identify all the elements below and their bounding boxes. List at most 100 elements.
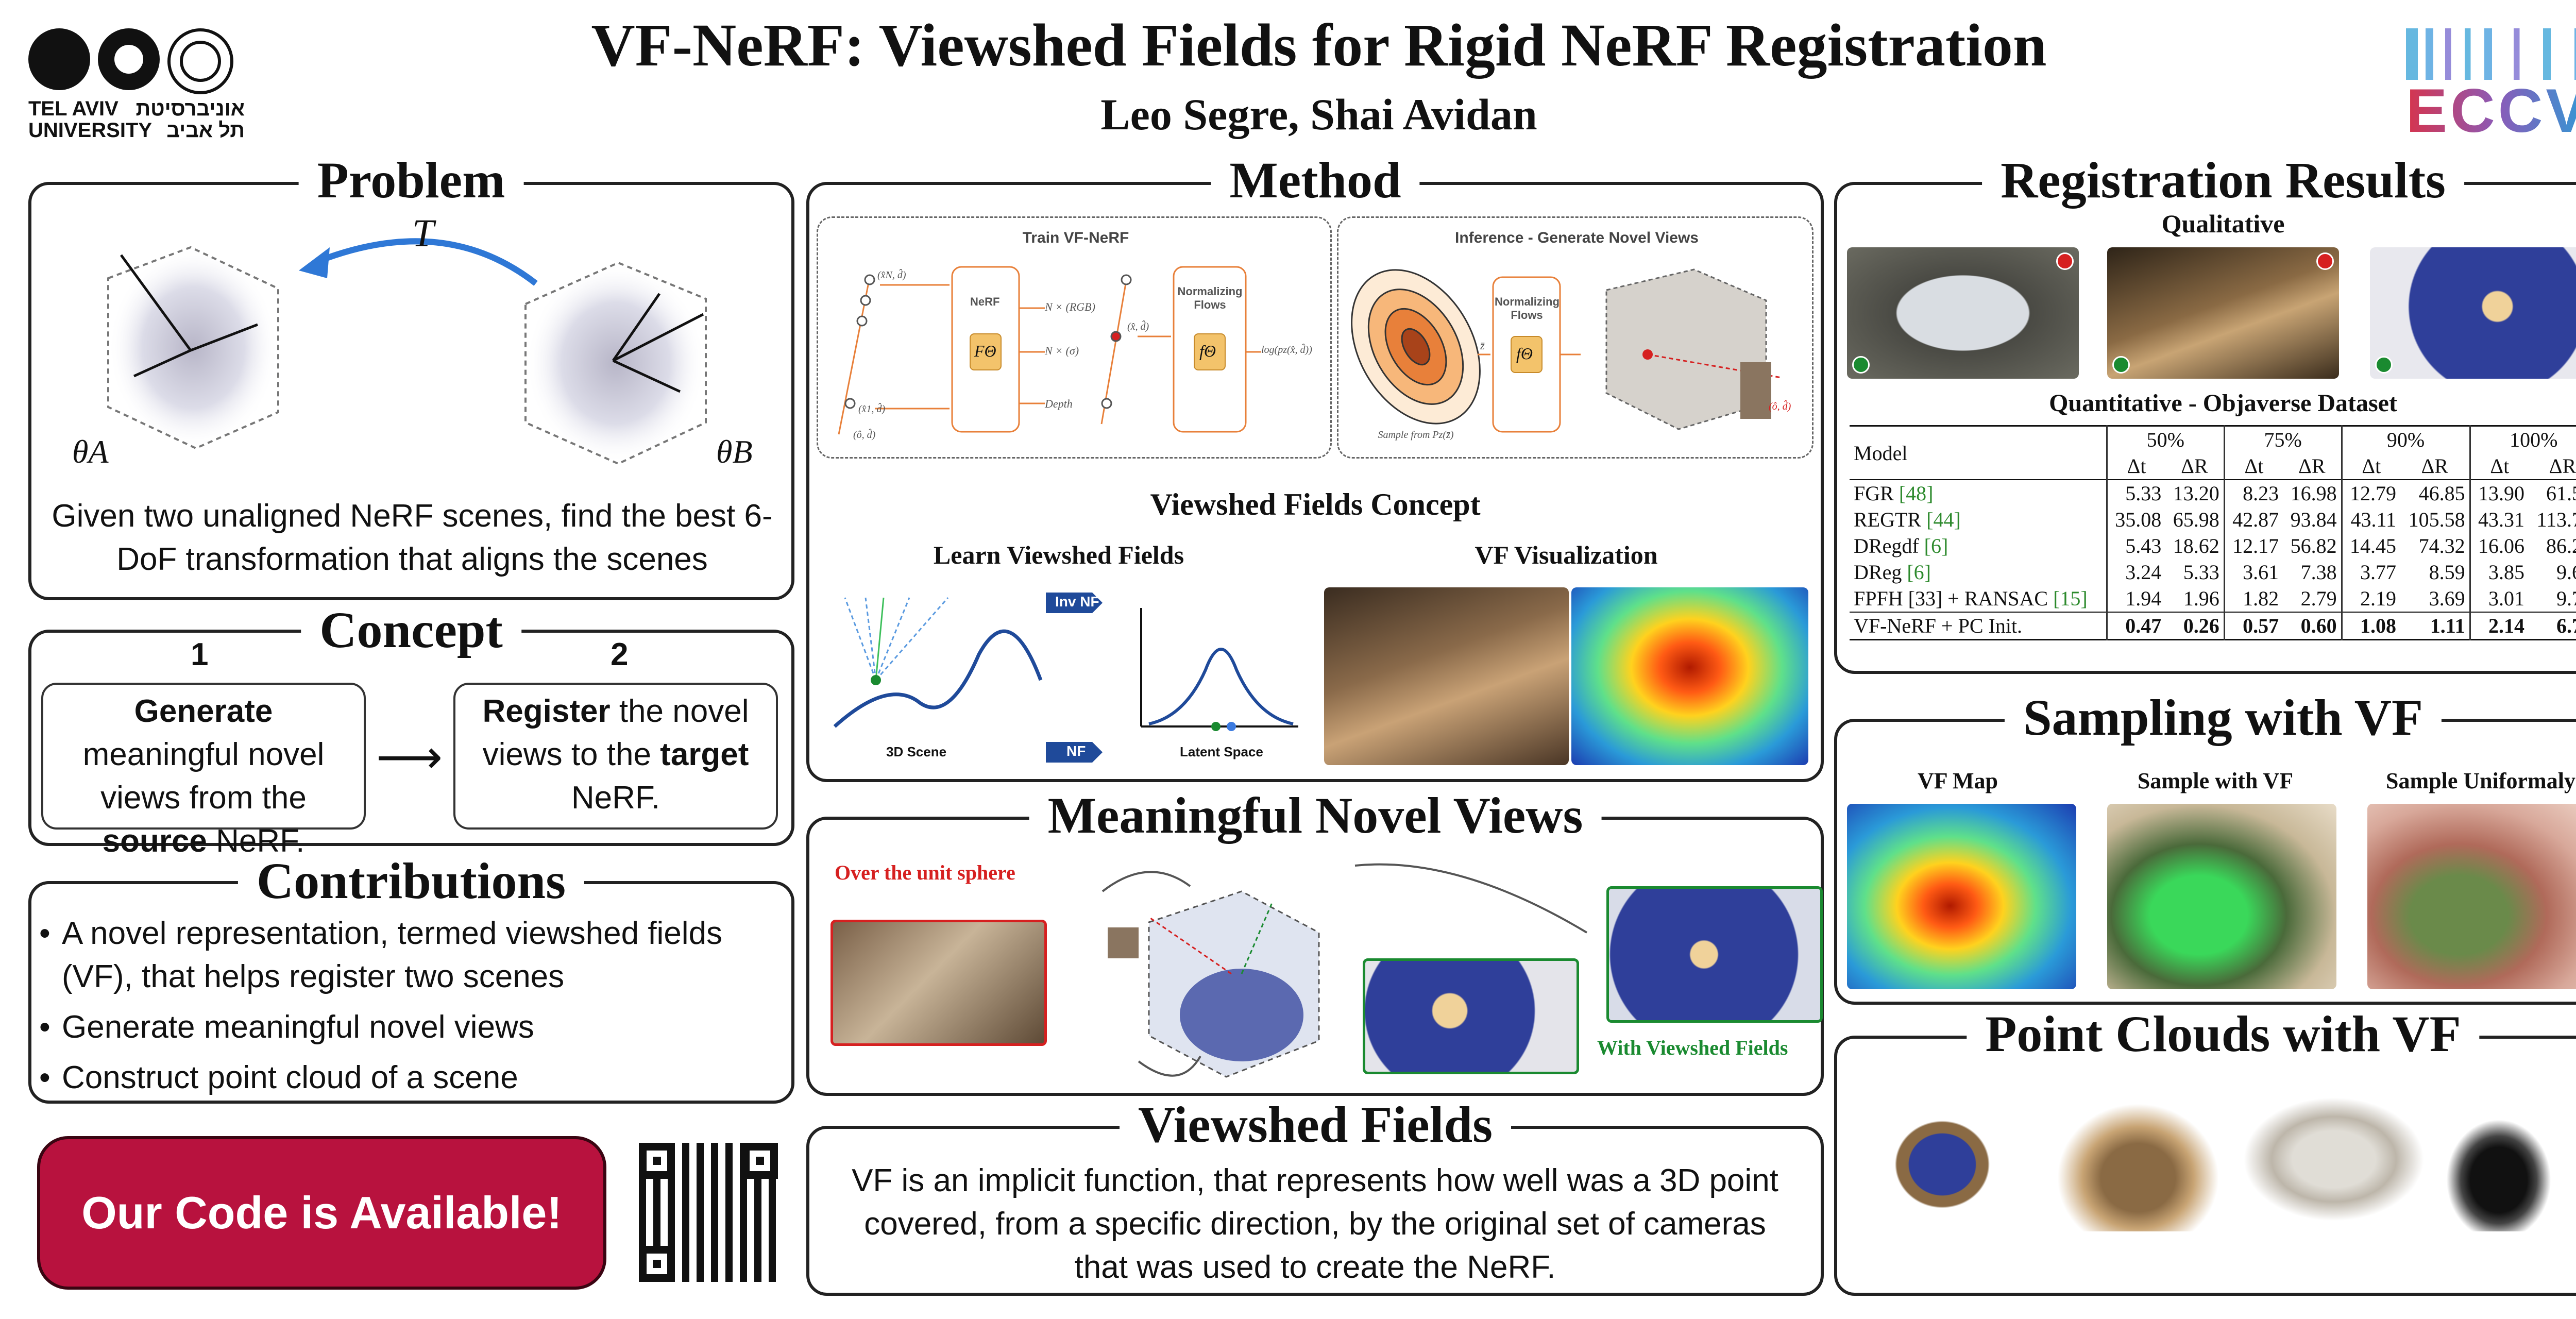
value-cell: 1.08 bbox=[2341, 612, 2400, 640]
pct-header: 50% bbox=[2106, 426, 2225, 453]
value-cell: 9.75 bbox=[2556, 587, 2576, 610]
nf-theta-label: fΘ bbox=[1199, 342, 1216, 360]
learn-vf-title: Learn Viewshed Fields bbox=[933, 540, 1184, 569]
f-theta-label: FΘ bbox=[974, 342, 996, 360]
value-cell: 2.14 bbox=[2469, 612, 2529, 640]
nf-label: NF bbox=[1066, 743, 1086, 759]
source-marker-icon bbox=[1852, 356, 1870, 374]
vf-photo bbox=[1324, 587, 1569, 765]
sample-vf-label: Sample with VF bbox=[2137, 768, 2294, 793]
theta-b-label: θB bbox=[716, 433, 753, 470]
problem-text: Given two unaligned NeRF scenes, find th… bbox=[52, 498, 773, 577]
circle-logo-icon bbox=[98, 28, 160, 90]
z-label: z̄ bbox=[1480, 339, 1485, 352]
dr-header: ΔR bbox=[2298, 454, 2326, 478]
logp-label: log(pz(x̂, d̂)) bbox=[1261, 344, 1312, 356]
value-cell: 16.06 bbox=[2469, 533, 2529, 559]
value-cell: 0.26 bbox=[2183, 614, 2219, 637]
sample-vf-image bbox=[2107, 804, 2336, 989]
contributions-title: Contributions bbox=[238, 853, 585, 909]
value-cell: 1.11 bbox=[2430, 614, 2465, 637]
vf-heatmap bbox=[1571, 587, 1808, 765]
qualitative-image-1 bbox=[1847, 247, 2079, 379]
model-name-cell: DReg [6] bbox=[1854, 561, 1931, 584]
dr-header: ΔR bbox=[2421, 454, 2448, 478]
novel-views-title: Meaningful Novel Views bbox=[1029, 787, 1602, 844]
value-cell: 86.23 bbox=[2546, 534, 2576, 557]
sampling-title: Sampling with VF bbox=[2004, 689, 2442, 746]
value-cell: 74.32 bbox=[2418, 534, 2465, 557]
skyline-icon bbox=[2406, 28, 2576, 80]
value-cell: 0.47 bbox=[2106, 612, 2166, 640]
qualitative-image-3 bbox=[2370, 247, 2576, 379]
qr-code[interactable] bbox=[639, 1143, 778, 1282]
source-marker-icon bbox=[2112, 356, 2130, 374]
viewshed-text: VF is an implicit function, that represe… bbox=[852, 1163, 1778, 1285]
value-cell: 0.60 bbox=[2300, 614, 2337, 637]
value-cell: 12.79 bbox=[2341, 480, 2400, 506]
concept-arrow-icon: ⟶ bbox=[376, 732, 443, 783]
pointcloud-image-1 bbox=[1875, 1103, 2009, 1226]
value-cell: 5.43 bbox=[2106, 533, 2166, 559]
step-2-number: 2 bbox=[611, 637, 629, 672]
inference-nf-theta-label: fΘ bbox=[1516, 344, 1533, 363]
dr-header: ΔR bbox=[2549, 454, 2576, 478]
latent-space-label: Latent Space bbox=[1180, 744, 1263, 759]
problem-illustration bbox=[107, 238, 707, 465]
value-cell: 3.01 bbox=[2469, 585, 2529, 612]
over-sphere-label: Over the unit sphere bbox=[835, 861, 1015, 884]
contributions-list: A novel representation, termed viewshed … bbox=[36, 912, 778, 1107]
unit-sphere-view bbox=[831, 920, 1047, 1046]
vf-map-image bbox=[1847, 804, 2076, 989]
value-cell: 12.17 bbox=[2223, 533, 2283, 559]
results-title: Registration Results bbox=[1982, 152, 2464, 209]
value-cell: 8.59 bbox=[2429, 561, 2465, 584]
inference-diagram: Inference - Generate Novel Views Normali… bbox=[1337, 216, 1814, 459]
dr-header: ΔR bbox=[2181, 454, 2208, 478]
value-cell: 43.11 bbox=[2341, 506, 2400, 533]
scene-a-cube bbox=[107, 246, 279, 450]
value-cell: 1.82 bbox=[2223, 585, 2283, 612]
normalizing-flows-label: Normalizing Flows bbox=[1177, 285, 1243, 311]
code-available-button[interactable]: Our Code is Available! bbox=[37, 1136, 606, 1290]
value-cell: 3.85 bbox=[2469, 559, 2529, 585]
target-marker-icon bbox=[2316, 252, 2334, 270]
value-cell: 113.78 bbox=[2536, 508, 2576, 531]
xd-label: (x̂, d̂) bbox=[1127, 321, 1149, 332]
viewshed-panel bbox=[806, 1126, 1824, 1296]
value-cell: 16.98 bbox=[2290, 482, 2337, 505]
pct-header: 75% bbox=[2223, 426, 2342, 453]
value-cell: 2.79 bbox=[2300, 587, 2337, 610]
pointclouds-title: Point Clouds with VF bbox=[1967, 1006, 2480, 1062]
sample-uniform-label: Sample Uniformaly bbox=[2386, 768, 2575, 793]
dt-header: Δt bbox=[2106, 453, 2166, 480]
train-diagram: Train VF-NeRF NeRF FΘ Normalizing Flows … bbox=[817, 216, 1332, 459]
pointcloud-image-4 bbox=[2432, 1103, 2566, 1231]
model-name-cell: REGTR [44] bbox=[1854, 508, 1961, 531]
sigma-label: N × (σ) bbox=[1045, 344, 1079, 357]
x1d-label: (x̂1, d̂) bbox=[858, 403, 886, 415]
inference-od-label: (ô, d̂) bbox=[1769, 401, 1791, 412]
value-cell: 0.57 bbox=[2223, 612, 2283, 640]
dt-header: Δt bbox=[2469, 453, 2529, 480]
train-title: Train VF-NeRF bbox=[1022, 229, 1129, 246]
step-1-box: Generate meaningful novel views from the… bbox=[41, 683, 366, 859]
pct-header: 100% bbox=[2469, 426, 2576, 453]
vf-visualization-title: VF Visualization bbox=[1475, 540, 1658, 569]
value-cell: 9.65 bbox=[2556, 561, 2576, 584]
rgb-label: N × (RGB) bbox=[1045, 300, 1095, 313]
quantitative-title: Quantitative - Objaverse Dataset bbox=[2049, 390, 2397, 417]
value-cell: 3.61 bbox=[2223, 559, 2283, 585]
contribution-item: Generate meaningful novel views bbox=[36, 1006, 778, 1049]
inference-title: Inference - Generate Novel Views bbox=[1455, 229, 1699, 246]
theta-a-label: θA bbox=[72, 433, 109, 470]
vf-view-large bbox=[1606, 886, 1823, 1023]
qualitative-image-2 bbox=[2107, 247, 2339, 379]
value-cell: 3.77 bbox=[2341, 559, 2400, 585]
